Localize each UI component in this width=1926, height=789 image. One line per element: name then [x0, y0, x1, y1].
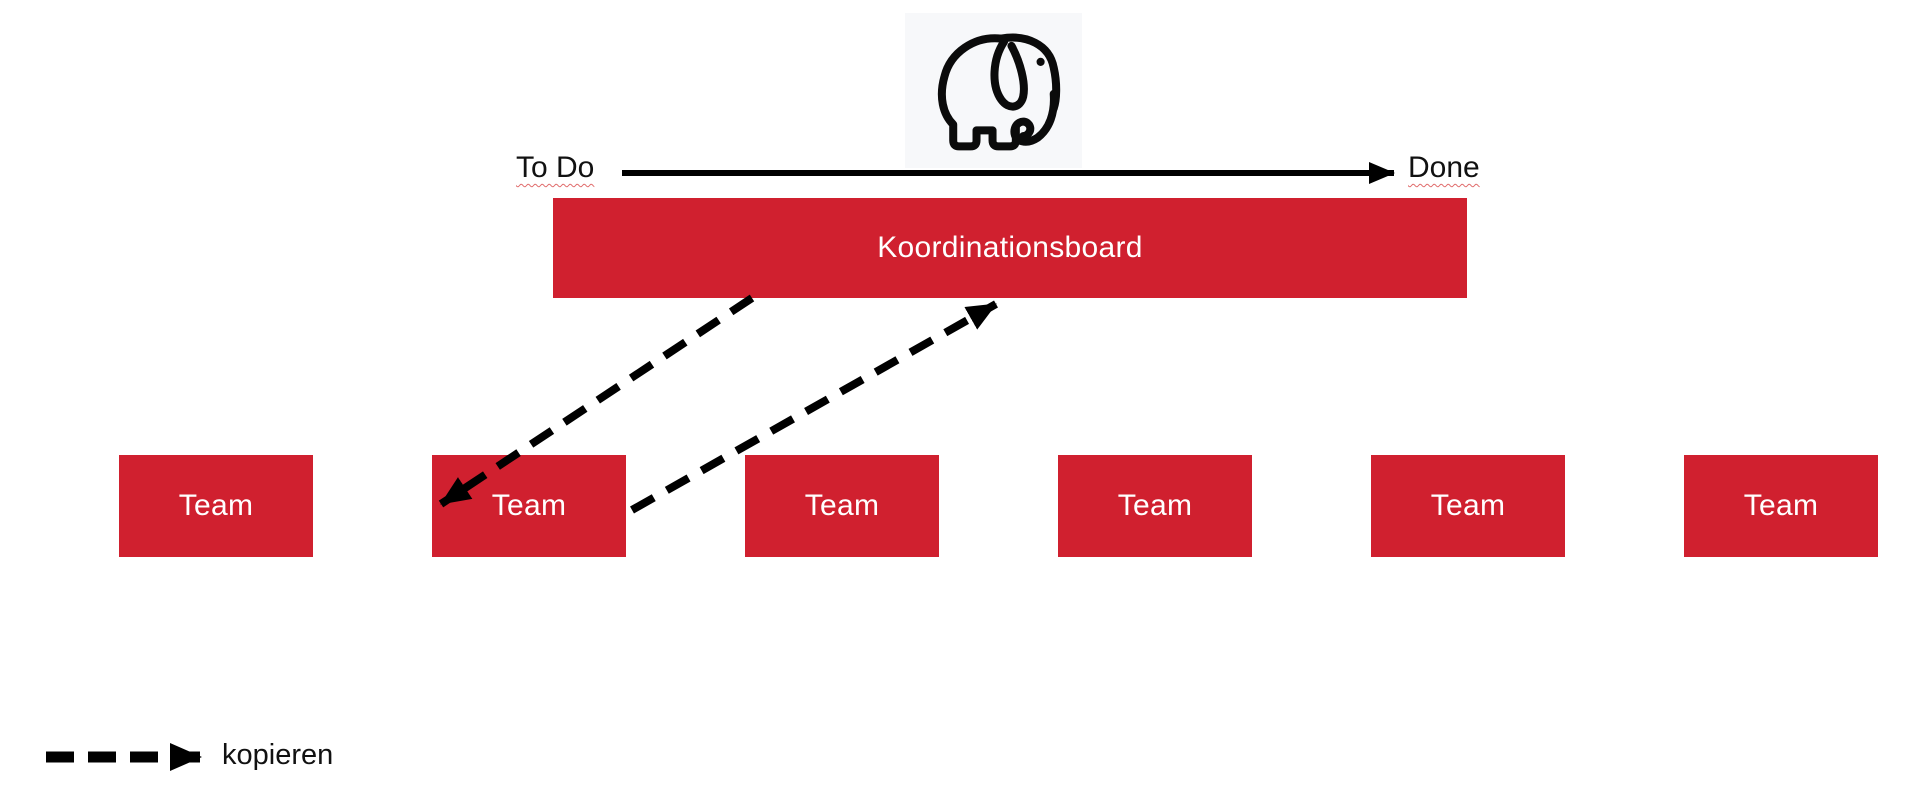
team-label: Team — [1743, 489, 1819, 522]
elephant-icon-tile — [905, 13, 1082, 168]
done-label: Done — [1408, 151, 1480, 185]
team-box-3: Team — [745, 455, 939, 557]
elephant-icon — [937, 33, 1060, 150]
team-label: Team — [1117, 489, 1193, 522]
done-text: Done — [1408, 151, 1480, 184]
team-label: Team — [178, 489, 254, 522]
team-box-4: Team — [1058, 455, 1252, 557]
team-box-5: Team — [1371, 455, 1565, 557]
koordinationsboard-label: Koordinationsboard — [877, 231, 1143, 264]
team-box-6: Team — [1684, 455, 1878, 557]
todo-label: To Do — [516, 151, 594, 185]
team-label: Team — [491, 489, 567, 522]
team-label: Team — [1430, 489, 1506, 522]
team-box-2: Team — [432, 455, 626, 557]
legend-label: kopieren — [222, 739, 334, 771]
todo-text: To Do — [516, 151, 595, 184]
team-box-1: Team — [119, 455, 313, 557]
koordinationsboard-box: Koordinationsboard — [553, 198, 1467, 298]
team-label: Team — [804, 489, 880, 522]
